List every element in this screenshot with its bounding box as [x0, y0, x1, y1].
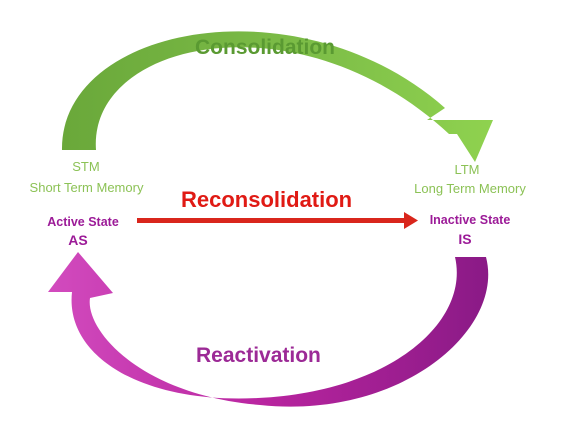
stm-abbr-label: STM — [72, 159, 100, 174]
is-abbr-label: IS — [458, 231, 472, 247]
as-abbr-label: AS — [68, 232, 88, 248]
consolidation-arrow — [61, 31, 493, 162]
inactive-state-label: Inactive State — [429, 213, 511, 227]
stm-full-label: Short Term Memory — [29, 180, 144, 195]
ltm-abbr-label: LTM — [454, 162, 480, 177]
reconsolidation-label: Reconsolidation — [181, 187, 353, 212]
reactivation-arrow — [48, 252, 489, 407]
ltm-full-label: Long Term Memory — [414, 181, 526, 196]
reconsolidation-arrow — [137, 212, 418, 229]
active-state-label: Active State — [47, 215, 119, 229]
reactivation-label: Reactivation — [196, 344, 321, 367]
consolidation-label: Consolidation — [195, 36, 335, 59]
